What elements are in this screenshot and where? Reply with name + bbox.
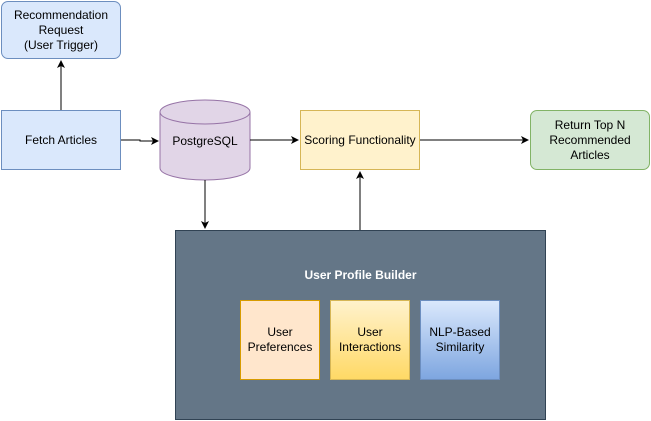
- postgresql-label: PostgreSQL: [172, 134, 238, 148]
- fetch-articles-node: Fetch Articles: [1, 110, 121, 170]
- recommendation-request-label: Recommendation Request (User Trigger): [13, 7, 109, 52]
- edge-fetch-to-postgres: [121, 137, 159, 145]
- return-top-n-node: Return Top N Recommended Articles: [530, 110, 650, 170]
- nlp-similarity-node: NLP-Based Similarity: [420, 300, 500, 380]
- user-profile-builder-title: User Profile Builder: [304, 268, 417, 282]
- user-preferences-node: User Preferences: [240, 300, 320, 380]
- fetch-articles-label: Fetch Articles: [24, 132, 98, 147]
- scoring-functionality-node: Scoring Functionality: [300, 110, 420, 170]
- database-cylinder: [159, 99, 251, 181]
- recommendation-request-node: Recommendation Request (User Trigger): [1, 1, 121, 59]
- return-top-n-label: Return Top N Recommended Articles: [549, 117, 631, 162]
- user-interactions-node: User Interactions: [330, 300, 410, 380]
- user-interactions-label: User Interactions: [338, 325, 402, 354]
- nlp-similarity-label: NLP-Based Similarity: [429, 325, 491, 354]
- user-preferences-label: User Preferences: [247, 325, 313, 354]
- scoring-functionality-label: Scoring Functionality: [304, 132, 416, 147]
